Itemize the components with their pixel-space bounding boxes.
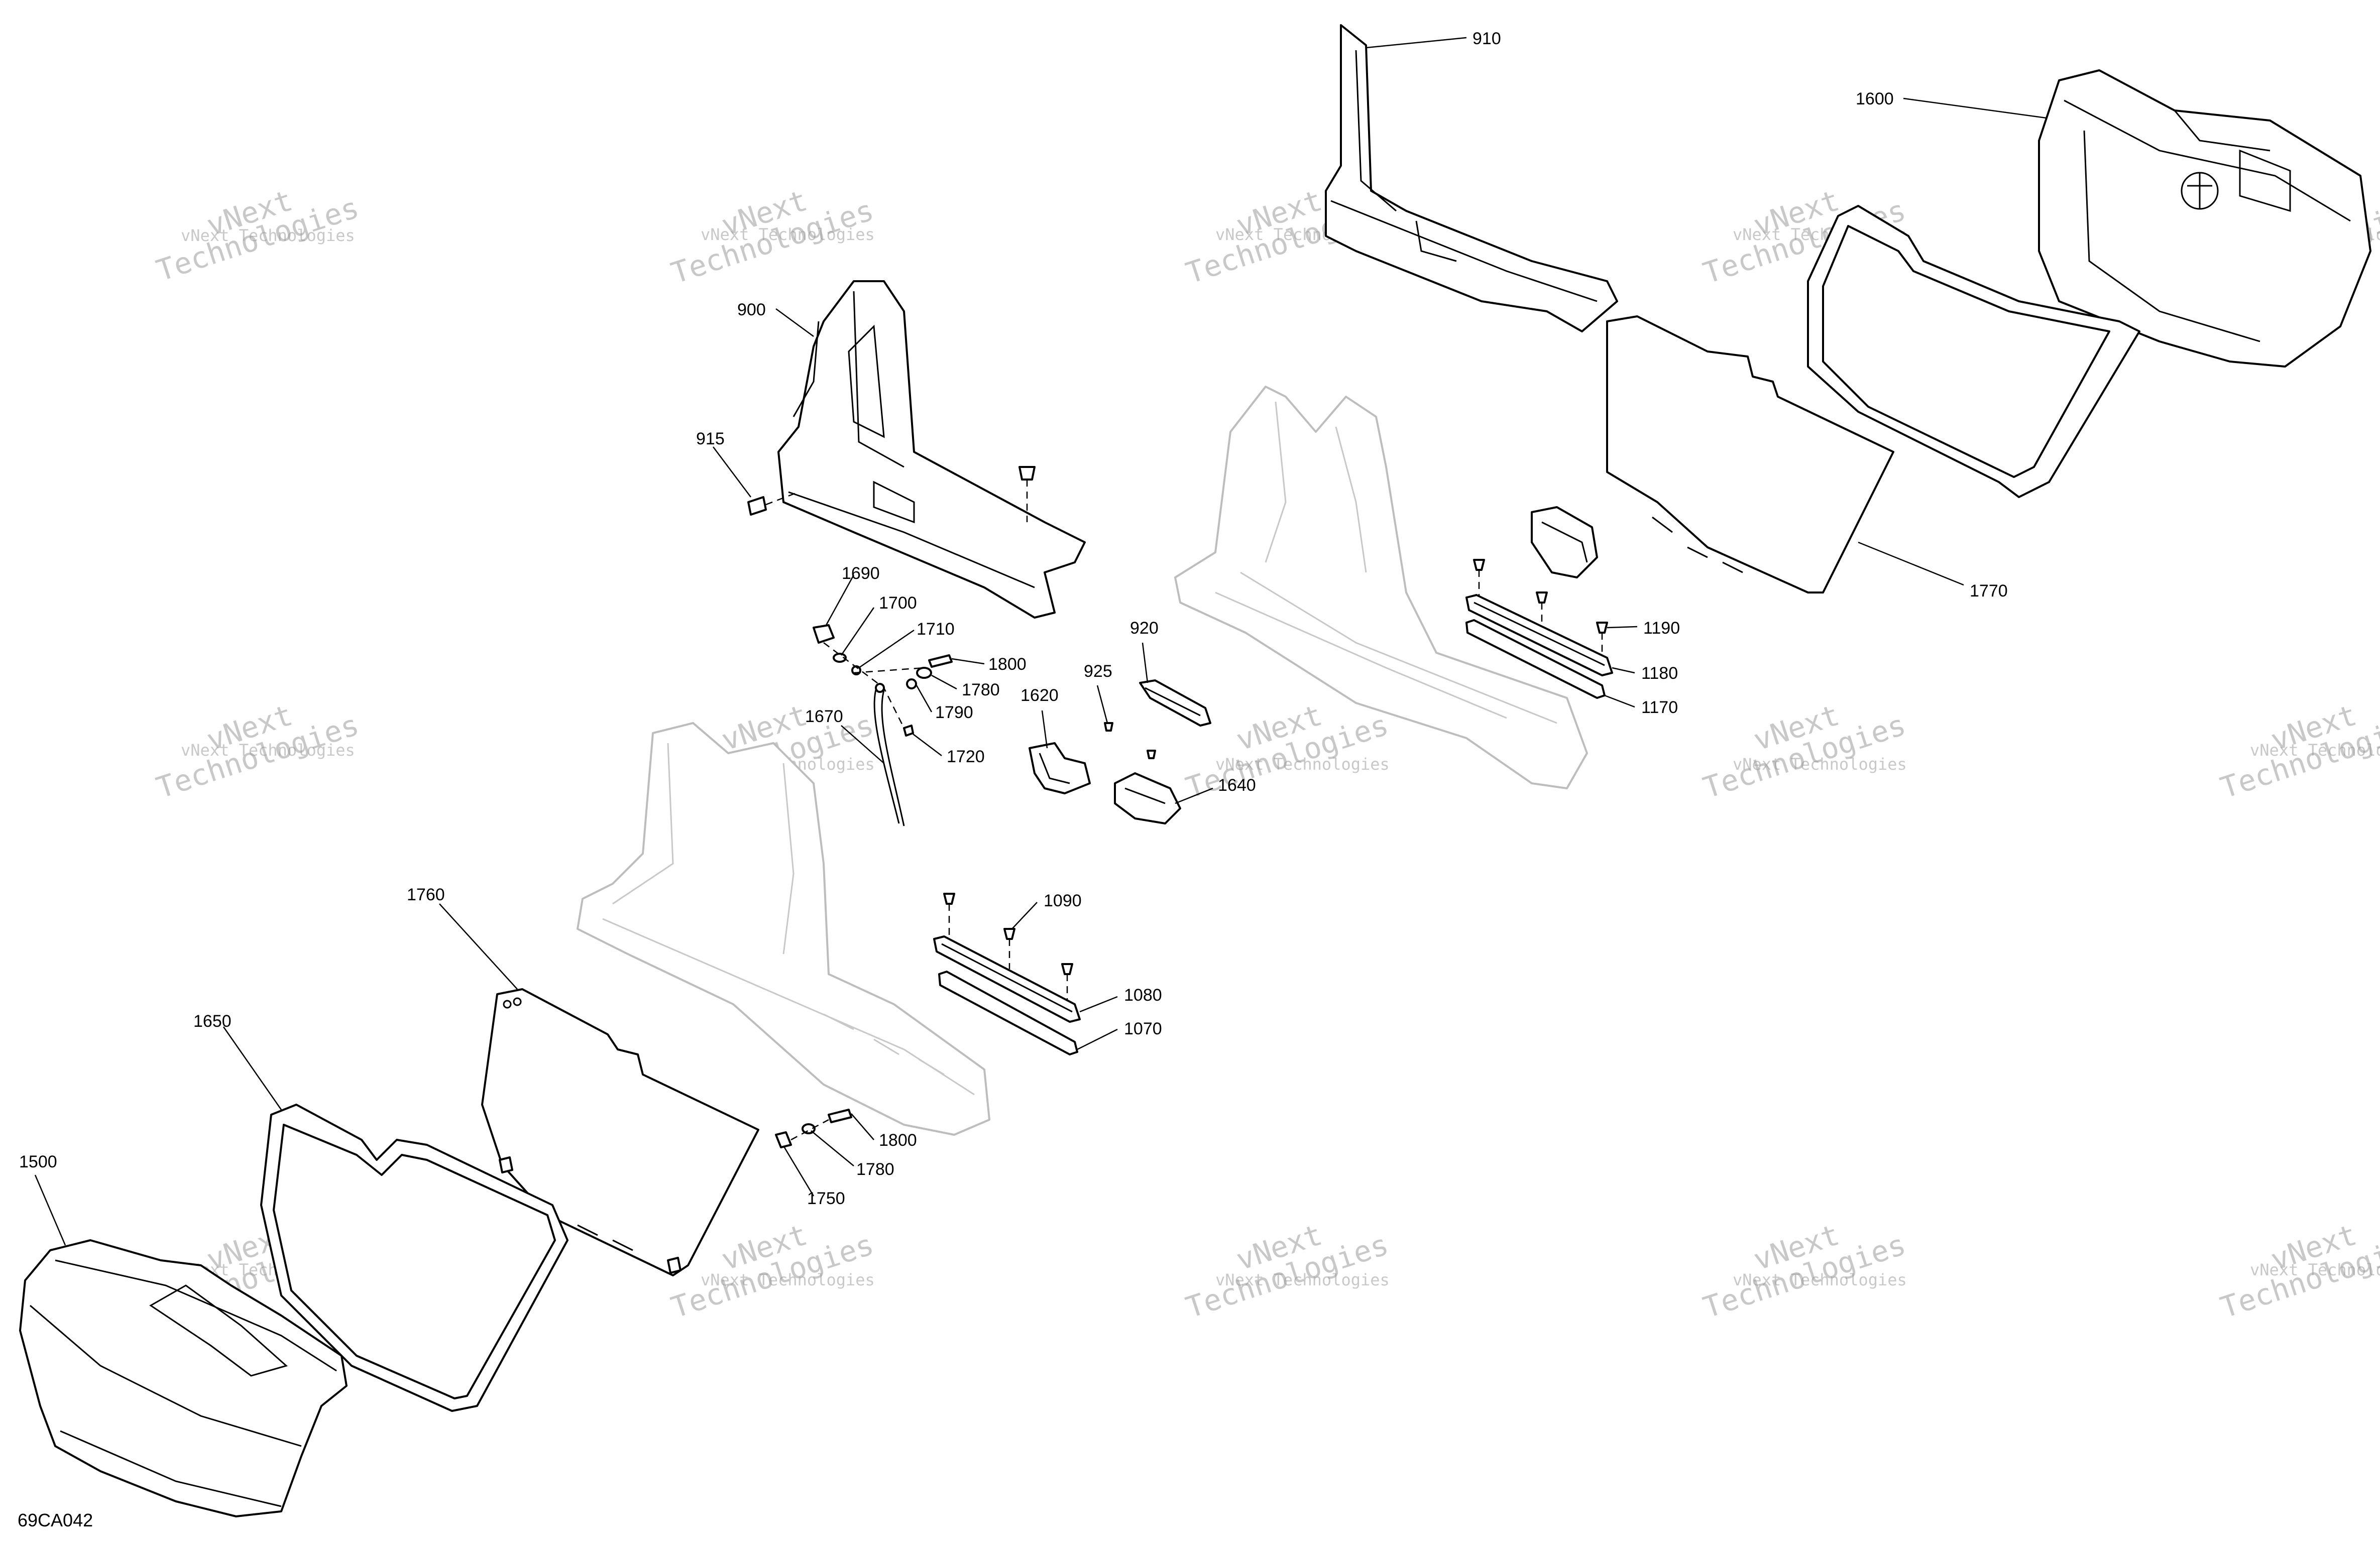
part-1180-plate xyxy=(1465,594,1613,676)
callout-1070: 1070 xyxy=(1124,1019,1162,1038)
watermark: vNext Technologies vNext Technologies xyxy=(152,698,363,805)
part-1070-plate xyxy=(938,971,1078,1055)
callout-915: 915 xyxy=(696,429,725,448)
callout-1090: 1090 xyxy=(1044,891,1082,910)
callout-1760: 1760 xyxy=(407,885,445,904)
watermark-text: vNext Technologies xyxy=(1733,755,1907,774)
callout-900: 900 xyxy=(737,300,766,319)
part-1800-bolt xyxy=(928,654,953,668)
watermark: vNext Technologies vNext Technologies xyxy=(2216,1218,2380,1325)
watermark: vNext Technologies vNext Technologies xyxy=(152,183,363,288)
ghost-rocker-frame-right xyxy=(1174,386,1588,789)
callout-1780-lower: 1780 xyxy=(856,1160,894,1179)
watermark-text: vNext Technologies xyxy=(701,225,875,244)
watermark-text: vNext Technologies xyxy=(1215,1270,1390,1289)
part-1500-left-door xyxy=(19,1239,348,1517)
callout-1170: 1170 xyxy=(1641,698,1678,717)
figure-id-label: 69CA042 xyxy=(18,1510,93,1530)
callout-1800-upper: 1800 xyxy=(988,655,1027,674)
part-1770-right-panel xyxy=(1606,315,1894,594)
hardware-stack-1690-1720 xyxy=(813,624,953,737)
callout-1080: 1080 xyxy=(1124,986,1162,1005)
callout-1770: 1770 xyxy=(1970,581,2008,601)
callout-labels: 910 1600 900 915 1770 1690 1700 1710 180… xyxy=(19,29,2008,1208)
fastener-1750-stack xyxy=(775,1109,852,1148)
callout-1500: 1500 xyxy=(19,1152,57,1171)
part-1770-right-gasket xyxy=(1807,205,2140,498)
part-1720-pin xyxy=(903,725,914,737)
watermark: vNext Technologies vNext Technologies xyxy=(2216,698,2380,805)
callout-1180: 1180 xyxy=(1641,664,1678,683)
part-1640-handle xyxy=(1114,772,1181,824)
watermark-text: vNext Technologies xyxy=(181,226,355,245)
callout-1800-lower: 1800 xyxy=(879,1131,917,1150)
ghost-rocker-frame-left xyxy=(577,722,990,1136)
watermark: vNext Technologies vNext Technologies xyxy=(1182,1218,1393,1325)
part-1620-latch xyxy=(1029,742,1091,794)
watermark: vNext Technologies vNext Technologies xyxy=(667,183,878,291)
callout-1670: 1670 xyxy=(805,707,843,726)
callout-1640: 1640 xyxy=(1218,776,1256,795)
callout-1700: 1700 xyxy=(879,594,917,613)
fastener-900-screw xyxy=(1018,466,1036,522)
part-1750-clip xyxy=(775,1131,792,1148)
callout-920: 920 xyxy=(1130,619,1159,638)
part-1780-washer xyxy=(916,667,932,679)
part-1090-screws xyxy=(943,893,1073,1004)
watermark-text: vNext Technologies xyxy=(701,1270,875,1289)
part-1030-latch-right xyxy=(1531,506,1598,578)
part-900-left-upper-trim xyxy=(777,280,1086,619)
fastener-915 xyxy=(747,491,799,516)
watermark-text: vNext Technologies xyxy=(2250,1260,2380,1279)
part-1700-washer xyxy=(833,653,847,663)
part-1600-right-door xyxy=(2038,69,2371,368)
leader-lines xyxy=(34,37,2047,1246)
part-910-upper-trim xyxy=(1325,24,1618,332)
callout-1620: 1620 xyxy=(1021,686,1059,705)
callout-925: 925 xyxy=(1084,662,1112,681)
part-1790-bushing xyxy=(906,678,917,689)
part-1650-left-gasket xyxy=(260,1104,569,1412)
part-1690-clip xyxy=(813,624,835,644)
callout-1790: 1790 xyxy=(935,703,973,722)
callout-1600: 1600 xyxy=(1856,89,1894,108)
part-1800-bolt-lower xyxy=(828,1109,852,1123)
callout-1780-upper: 1780 xyxy=(962,680,1000,699)
watermark: vNext Technologies vNext Technologies xyxy=(1182,698,1393,805)
part-925-screw xyxy=(1104,722,1156,759)
callout-1690: 1690 xyxy=(842,564,880,583)
callout-1190: 1190 xyxy=(1643,619,1680,638)
watermark-text: vNext Technologies xyxy=(1733,1270,1907,1289)
watermark: vNext Technologies vNext Technologies xyxy=(1699,698,1910,805)
callout-1710: 1710 xyxy=(917,620,955,639)
callout-910: 910 xyxy=(1472,29,1501,48)
part-1670-cable xyxy=(873,683,905,826)
callout-1650: 1650 xyxy=(193,1012,232,1031)
watermark-text: vNext Technologies xyxy=(2250,741,2380,760)
watermark-text: vNext Technologies xyxy=(1215,755,1390,774)
callout-1750: 1750 xyxy=(807,1189,845,1208)
brand-logo-icon xyxy=(2181,172,2219,210)
part-1080-plate xyxy=(933,935,1081,1023)
callout-1720: 1720 xyxy=(947,747,985,766)
watermark: vNext Technologies vNext Technologies xyxy=(1699,1218,1910,1325)
watermark-text: vNext Technologies xyxy=(181,741,355,760)
part-920-bracket xyxy=(1139,679,1211,727)
